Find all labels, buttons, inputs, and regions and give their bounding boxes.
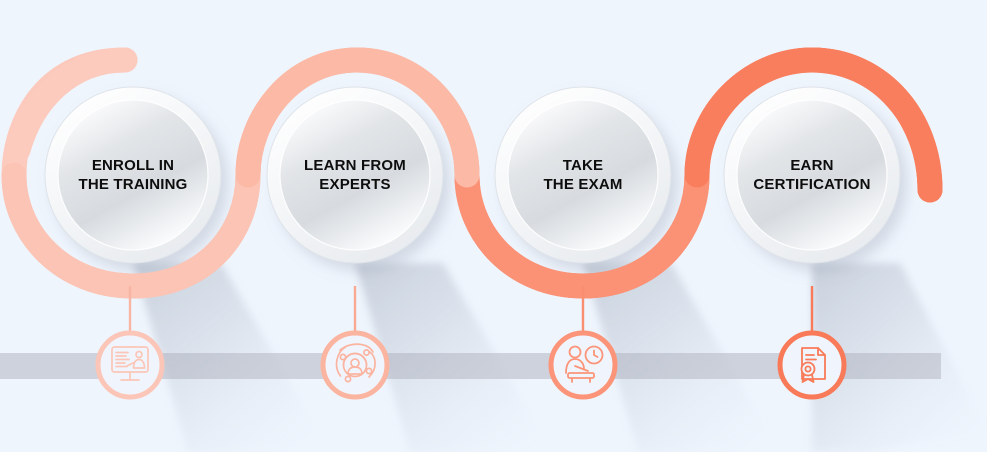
expert-network-icon bbox=[335, 343, 376, 383]
step-bubble-3[interactable] bbox=[494, 86, 672, 264]
icon-medallion-3[interactable] bbox=[548, 330, 618, 400]
step-bubble-2[interactable] bbox=[266, 86, 444, 264]
bubble-cast-shadows bbox=[133, 263, 987, 452]
exam-desk-clock-icon bbox=[565, 345, 604, 383]
step-bubble-4[interactable] bbox=[723, 86, 901, 264]
icon-medallion-1[interactable] bbox=[95, 330, 165, 400]
icon-medallion-2[interactable] bbox=[320, 330, 390, 400]
connector-lines bbox=[128, 286, 814, 333]
elearning-monitor-icon bbox=[111, 346, 149, 381]
step-bubble-1[interactable] bbox=[44, 86, 222, 264]
step-bubbles bbox=[44, 86, 901, 264]
icon-medallion-4[interactable] bbox=[777, 330, 847, 400]
certificate-award-icon bbox=[800, 347, 826, 383]
